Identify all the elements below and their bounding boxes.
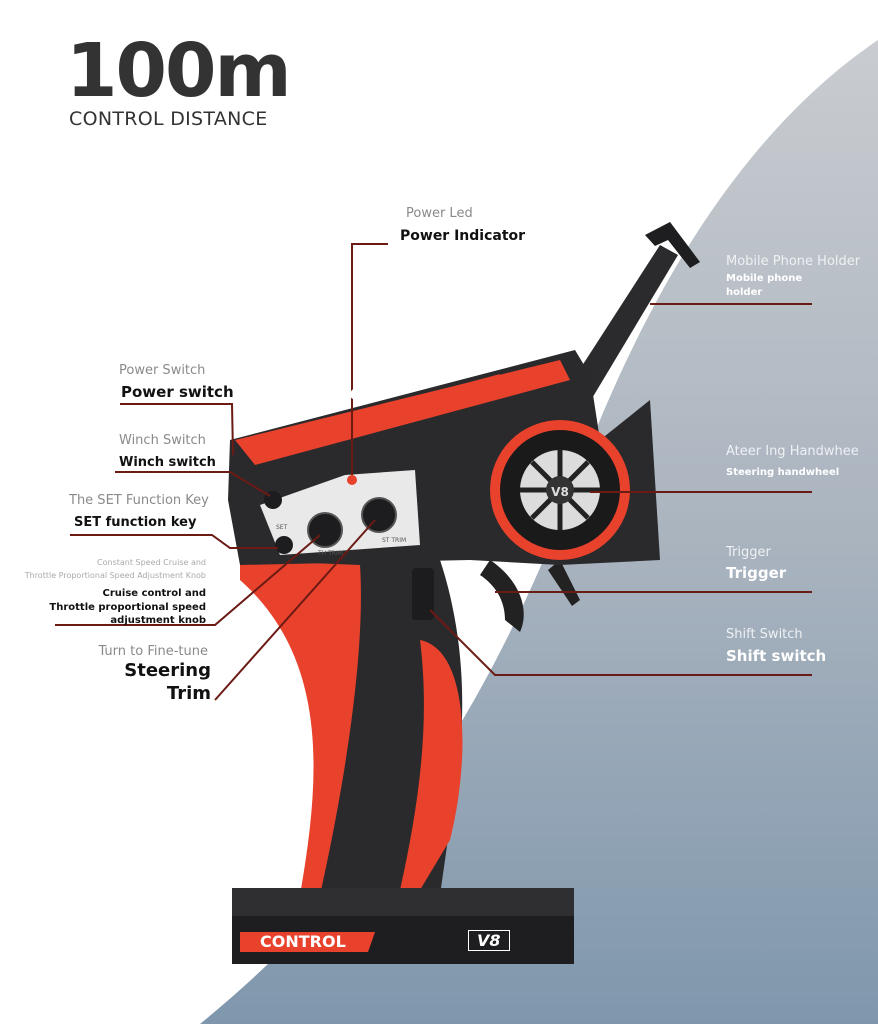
background-curve — [200, 40, 878, 1024]
steering-trim-en: Turn to Fine-tune — [98, 644, 208, 659]
power-led-en: Power Led — [406, 206, 473, 221]
base-logo: V8 — [468, 930, 510, 951]
front-panel — [260, 470, 420, 555]
trigger — [480, 560, 524, 632]
steering-trim-knob — [361, 497, 397, 533]
panel-th-trim-label: TH TRIM — [318, 550, 343, 557]
power-switch-label: Power switch — [121, 383, 234, 401]
shift-switch — [412, 568, 434, 620]
set-key-en: The SET Function Key — [69, 493, 209, 508]
shift-switch-label: Shift switch — [726, 647, 827, 665]
power-led — [347, 475, 357, 485]
shift-switch-en: Shift Switch — [726, 627, 803, 642]
winch-switch-label: Winch switch — [119, 455, 216, 470]
set-key-label: SET function key — [74, 515, 197, 530]
panel-set-label: SET — [276, 524, 288, 531]
phone-holder-en: Mobile Phone Holder — [726, 254, 861, 269]
distance-value: 100m — [66, 28, 292, 114]
power-led-label: Power Indicator — [400, 228, 526, 244]
base-print: CONTROL — [260, 932, 346, 951]
trigger-en: Trigger — [726, 545, 771, 560]
set-button — [275, 536, 293, 554]
steering-wheel-en: Ateer Ing Handwhee — [726, 444, 859, 459]
panel-st-trim-label: ST TRIM — [382, 537, 407, 544]
steering-wheel: V8 — [490, 420, 630, 560]
winch-switch-en: Winch Switch — [119, 433, 206, 448]
power-switch-en: Power Switch — [119, 363, 206, 378]
trigger-label: Trigger — [726, 564, 787, 582]
phone-holder — [560, 222, 700, 410]
distance-caption: CONTROL DISTANCE — [69, 108, 268, 130]
leader-lines — [55, 243, 812, 701]
steering-wheel-label: Steering handwheel — [726, 467, 840, 478]
wheel-logo: V8 — [551, 485, 569, 499]
